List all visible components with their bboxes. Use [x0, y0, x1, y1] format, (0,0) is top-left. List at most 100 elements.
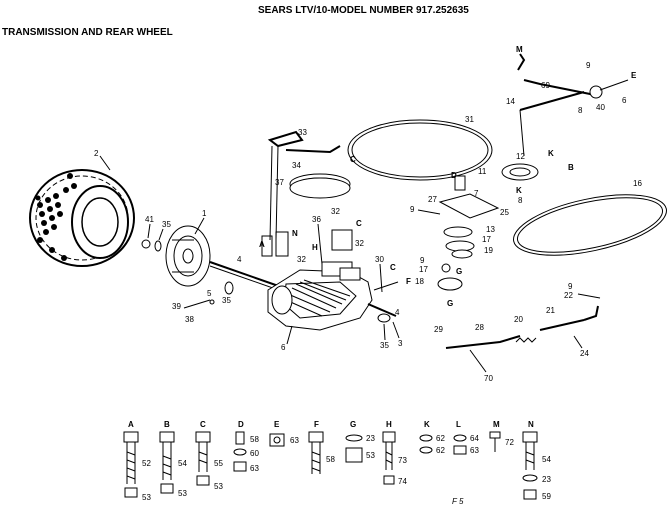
callout-8a: 8 — [578, 106, 583, 115]
callout-35b: 35 — [222, 296, 231, 305]
wheel-rim-part — [165, 225, 211, 287]
hw-D-num-2: 60 — [250, 449, 259, 458]
label-C3: C — [390, 263, 396, 272]
hardware-key-row: A 52 53 B 54 53 C 55 53 D 58 60 63 E — [123, 420, 551, 502]
callout-37: 37 — [275, 178, 284, 187]
callout-6: 6 — [281, 343, 286, 352]
hw-letter-D: D — [238, 420, 244, 429]
hw-letter-L: L — [456, 420, 461, 429]
model-title: SEARS LTV/10-MODEL NUMBER 917.252635 — [258, 5, 469, 16]
hw-letter-C: C — [200, 420, 206, 429]
label-F: F — [406, 277, 411, 286]
callout-4a: 4 — [237, 255, 242, 264]
callout-12: 12 — [516, 152, 525, 161]
hw-letter-B: B — [164, 420, 170, 429]
callout-9c: 9 — [586, 61, 591, 70]
callout-36: 36 — [312, 215, 321, 224]
label-E: E — [631, 71, 637, 80]
callout-9a: 9 — [410, 205, 415, 214]
callout-69: 69 — [541, 81, 550, 90]
callout-16: 16 — [633, 179, 642, 188]
callout-5: 5 — [207, 289, 212, 298]
callout-14: 14 — [506, 97, 515, 106]
callout-7: 7 — [474, 189, 479, 198]
callout-18: 18 — [415, 277, 424, 286]
callout-9b: 9 — [420, 256, 425, 265]
hw-B-num-1: 54 — [178, 459, 187, 468]
hw-letter-N: N — [528, 420, 534, 429]
label-B: B — [568, 163, 574, 172]
section-title: TRANSMISSION AND REAR WHEEL — [2, 27, 173, 38]
hw-letter-E: E — [274, 420, 280, 429]
hw-M-num-1: 72 — [505, 438, 514, 447]
callout-13: 13 — [486, 225, 495, 234]
label-A: A — [259, 240, 265, 249]
callout-11: 11 — [478, 167, 487, 176]
hw-letter-F: F — [314, 420, 319, 429]
callout-35c: 35 — [380, 341, 389, 350]
callout-1: 1 — [202, 209, 207, 218]
callout-41: 41 — [145, 215, 154, 224]
hw-L-num-2: 63 — [470, 446, 479, 455]
callout-9d: 9 — [568, 282, 573, 291]
callout-21: 21 — [546, 306, 555, 315]
callout-27: 27 — [428, 195, 437, 204]
hw-N-num-1: 54 — [542, 455, 551, 464]
hw-A-num-2: 53 — [142, 493, 151, 502]
hw-L-num-1: 64 — [470, 434, 479, 443]
label-D: D — [451, 171, 457, 180]
hw-C-num-1: 55 — [214, 459, 223, 468]
callout-19: 19 — [484, 246, 493, 255]
callout-38: 38 — [185, 315, 194, 324]
hw-letter-A: A — [128, 420, 134, 429]
label-N: N — [292, 229, 298, 238]
label-M: M — [516, 45, 523, 54]
callout-31: 31 — [465, 115, 474, 124]
hw-letter-H: H — [386, 420, 392, 429]
hw-G-num-2: 53 — [366, 451, 375, 460]
hw-A-num-1: 52 — [142, 459, 151, 468]
callout-32b: 32 — [331, 207, 340, 216]
hw-E-num-1: 63 — [290, 436, 299, 445]
callout-25: 25 — [500, 208, 509, 217]
hw-N-num-2: 23 — [542, 475, 551, 484]
hw-B-num-2: 53 — [178, 489, 187, 498]
callout-29: 29 — [434, 325, 443, 334]
hw-F-num-1: 58 — [326, 455, 335, 464]
hw-letter-K: K — [424, 420, 430, 429]
callout-32a: 32 — [297, 255, 306, 264]
label-K2: K — [516, 186, 522, 195]
callout-70: 70 — [484, 374, 493, 383]
figure-mark: F 5 — [452, 497, 464, 506]
hw-K-num-2: 62 — [436, 446, 445, 455]
callout-17b: 17 — [419, 265, 428, 274]
callout-3: 3 — [398, 339, 403, 348]
label-K1: K — [548, 149, 554, 158]
hw-N-num-3: 59 — [542, 492, 551, 501]
callout-8b: 8 — [518, 196, 523, 205]
label-H: H — [312, 243, 318, 252]
label-G2: G — [447, 299, 453, 308]
callout-28: 28 — [475, 323, 484, 332]
label-C1: C — [350, 155, 356, 164]
hw-C-num-2: 53 — [214, 482, 223, 491]
callout-32c: 32 — [355, 239, 364, 248]
callout-34a: 34 — [292, 161, 301, 170]
callout-4b: 4 — [395, 308, 400, 317]
hw-H-num-1: 73 — [398, 456, 407, 465]
hw-G-num-1: 23 — [366, 434, 375, 443]
hw-letter-G: G — [350, 420, 356, 429]
callout-2: 2 — [94, 149, 99, 158]
callout-22: 22 — [564, 291, 573, 300]
transmission-housing-part — [267, 261, 373, 331]
hw-K-num-1: 62 — [436, 434, 445, 443]
tire-part — [29, 169, 135, 267]
callout-6b: 6 — [622, 96, 627, 105]
hw-D-num-3: 63 — [250, 464, 259, 473]
callout-39: 39 — [172, 302, 181, 311]
callout-24: 24 — [580, 349, 589, 358]
callout-40: 40 — [596, 103, 605, 112]
hw-D-num-1: 58 — [250, 435, 259, 444]
callout-33: 33 — [298, 128, 307, 137]
